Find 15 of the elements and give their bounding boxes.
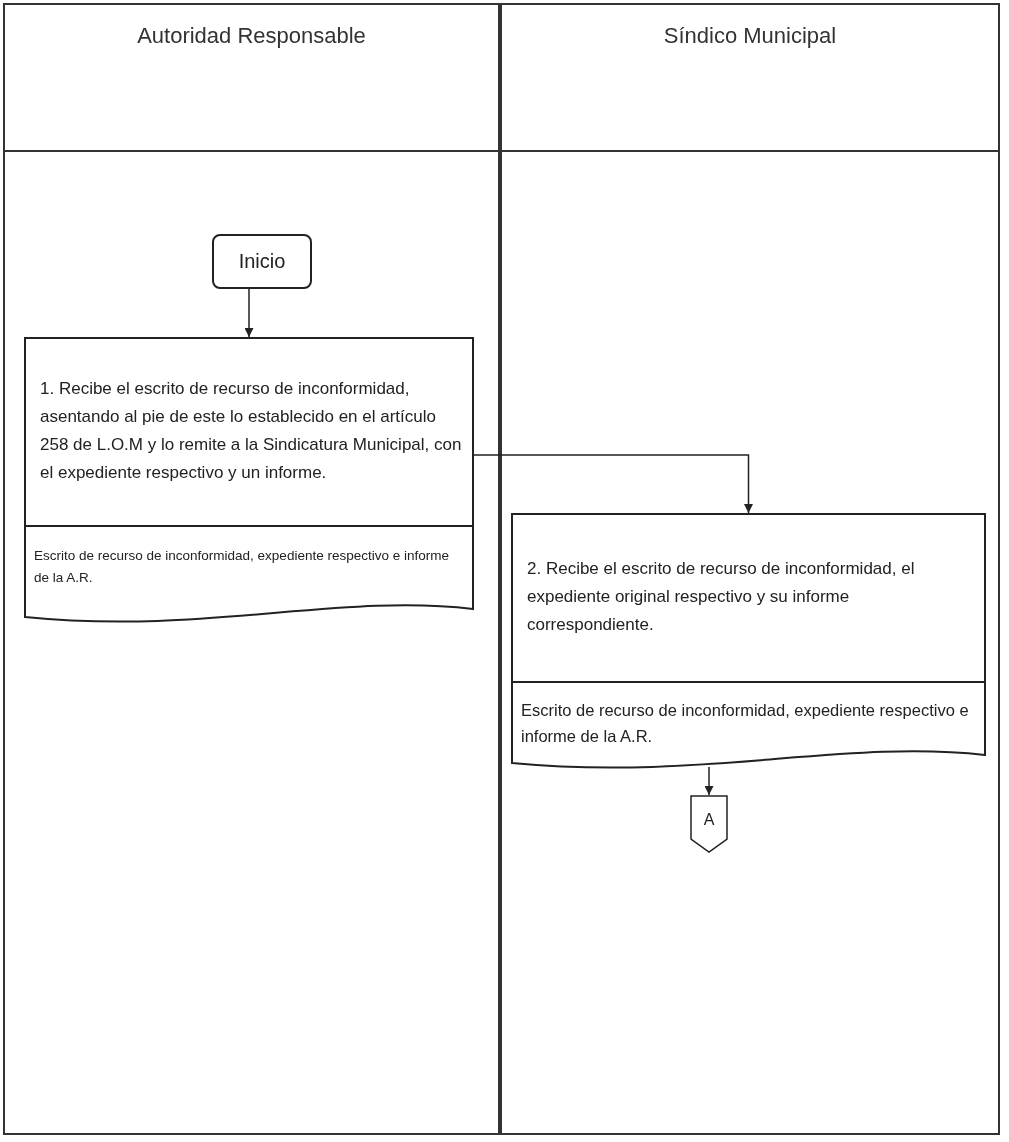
step-text: 1. Recibe el escrito de recurso de inconformidad, asentando al pie de este lo establecido en el artículo 258 de L.O.M y lo remite a la Sindicatura Municipal, con el expediente respectivo y un informe. [40,377,462,485]
swimlane [500,3,1000,1135]
step-text: 2. Recibe el escrito de recurso de inconformidad, el expediente original respectivo y su informe correspondiente. [527,557,916,636]
connector-letter: A [703,811,715,829]
document-text: Escrito de recurso de inconformidad, expediente respectivo e informe de la A.R. [521,699,970,747]
start-terminal [212,234,312,289]
lane-title: Autoridad Responsable [137,23,366,49]
arrow [244,288,254,338]
off-page-connector [690,795,728,853]
lane-title: Síndico Municipal [663,23,837,49]
arrow [473,454,753,514]
document-text: Escrito de recurso de inconformidad, expediente respectivo e informe de la A.R. [34,547,450,587]
arrow [704,766,714,796]
swimlane [3,3,500,1135]
terminal-text: Inicio [238,250,286,273]
